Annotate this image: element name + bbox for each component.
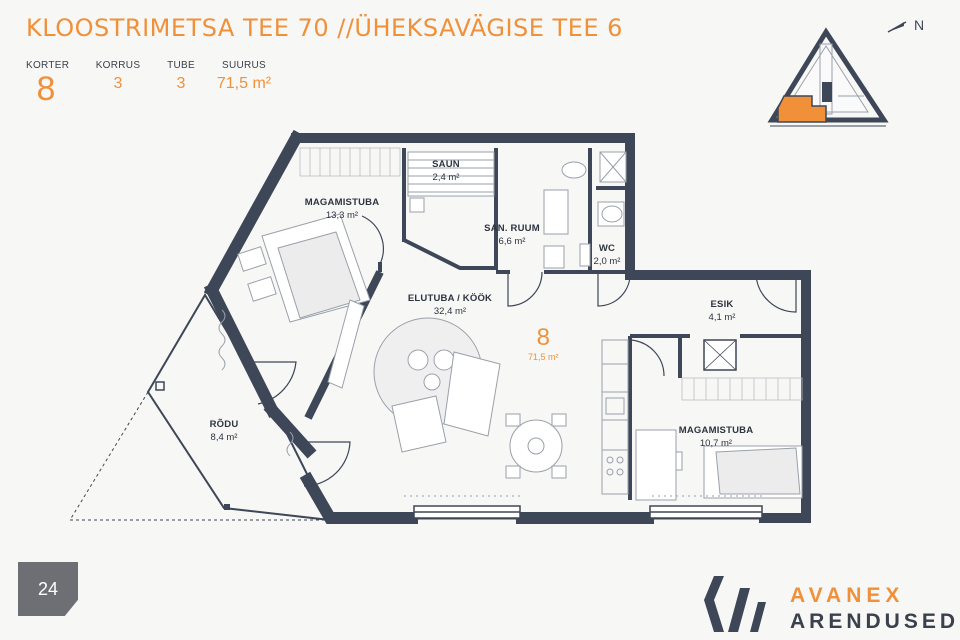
room-area: 4,1 m² xyxy=(708,312,736,323)
room-wc: WC 2,0 m² xyxy=(588,242,626,268)
room-name: MAGAMISTUBA xyxy=(678,425,754,436)
room-name: SAUN xyxy=(432,159,460,170)
stat-korter: KORTER 8 xyxy=(26,60,70,108)
brand-logo: AVANEX ARENDUSED xyxy=(702,572,955,634)
room-area: 10,7 m² xyxy=(699,438,733,449)
room-name: SAN. RUUM xyxy=(484,223,540,234)
room-name: RÕDU xyxy=(209,419,239,430)
page-number: 24 xyxy=(18,562,78,616)
balcony xyxy=(69,293,332,522)
room-elutuba-kook: ELUTUBA / KÖÖK 32,4 m² xyxy=(398,292,502,318)
stat-label: SUURUS xyxy=(221,60,267,71)
brand-line2: ARENDUSED xyxy=(790,610,960,633)
curtains xyxy=(218,309,762,497)
room-magamistuba-1: MAGAMISTUBA 13,3 m² xyxy=(300,196,384,222)
stat-tube: TUBE 3 xyxy=(164,60,198,93)
apartment-badge: 8 71,5 m² xyxy=(528,324,559,363)
stat-label: KORRUS xyxy=(95,60,141,71)
room-san-ruum: SAN. RUUM 6,6 m² xyxy=(480,222,544,248)
room-name: WC xyxy=(598,243,616,254)
room-saun: SAUN 2,4 m² xyxy=(420,158,472,184)
stat-suurus: SUURUS 71,5 m² xyxy=(212,60,276,93)
room-area: 13,3 m² xyxy=(325,210,359,221)
room-area: 2,0 m² xyxy=(593,256,621,267)
compass-label: N xyxy=(914,17,924,33)
apartment-area: 71,5 m² xyxy=(528,352,559,362)
room-area: 8,4 m² xyxy=(210,432,238,443)
wardrobes xyxy=(299,147,803,401)
room-area: 2,4 m² xyxy=(432,172,460,183)
room-name: ELUTUBA / KÖÖK xyxy=(407,293,493,304)
stat-value: 71,5 m² xyxy=(216,75,272,92)
apartment-number: 8 xyxy=(536,324,550,351)
brand-mark-icon xyxy=(704,576,766,632)
stat-label: KORTER xyxy=(26,60,70,71)
room-esik: ESIK 4,1 m² xyxy=(696,298,748,324)
walls xyxy=(203,129,811,524)
room-area: 6,6 m² xyxy=(498,236,526,247)
bed-1 xyxy=(237,213,371,323)
room-name: ESIK xyxy=(710,299,734,310)
stat-korrus: KORRUS 3 xyxy=(94,60,142,93)
stat-value: 3 xyxy=(113,75,123,92)
room-rodu: RÕDU 8,4 m² xyxy=(196,418,252,444)
windows xyxy=(413,505,763,519)
kitchen-counter xyxy=(601,339,629,495)
stat-value: 8 xyxy=(36,70,56,108)
brand-line1: AVANEX xyxy=(790,584,905,607)
compass-icon xyxy=(887,21,907,33)
stat-label: TUBE xyxy=(167,60,195,71)
room-area: 32,4 m² xyxy=(433,306,467,317)
page-title: KLOOSTRIMETSA TEE 70 //ÜHEKSAVÄGISE TEE … xyxy=(26,14,623,42)
stat-value: 3 xyxy=(176,75,186,92)
key-plan xyxy=(767,27,889,127)
room-magamistuba-2: MAGAMISTUBA 10,7 m² xyxy=(674,424,758,450)
room-name: MAGAMISTUBA xyxy=(304,197,380,208)
